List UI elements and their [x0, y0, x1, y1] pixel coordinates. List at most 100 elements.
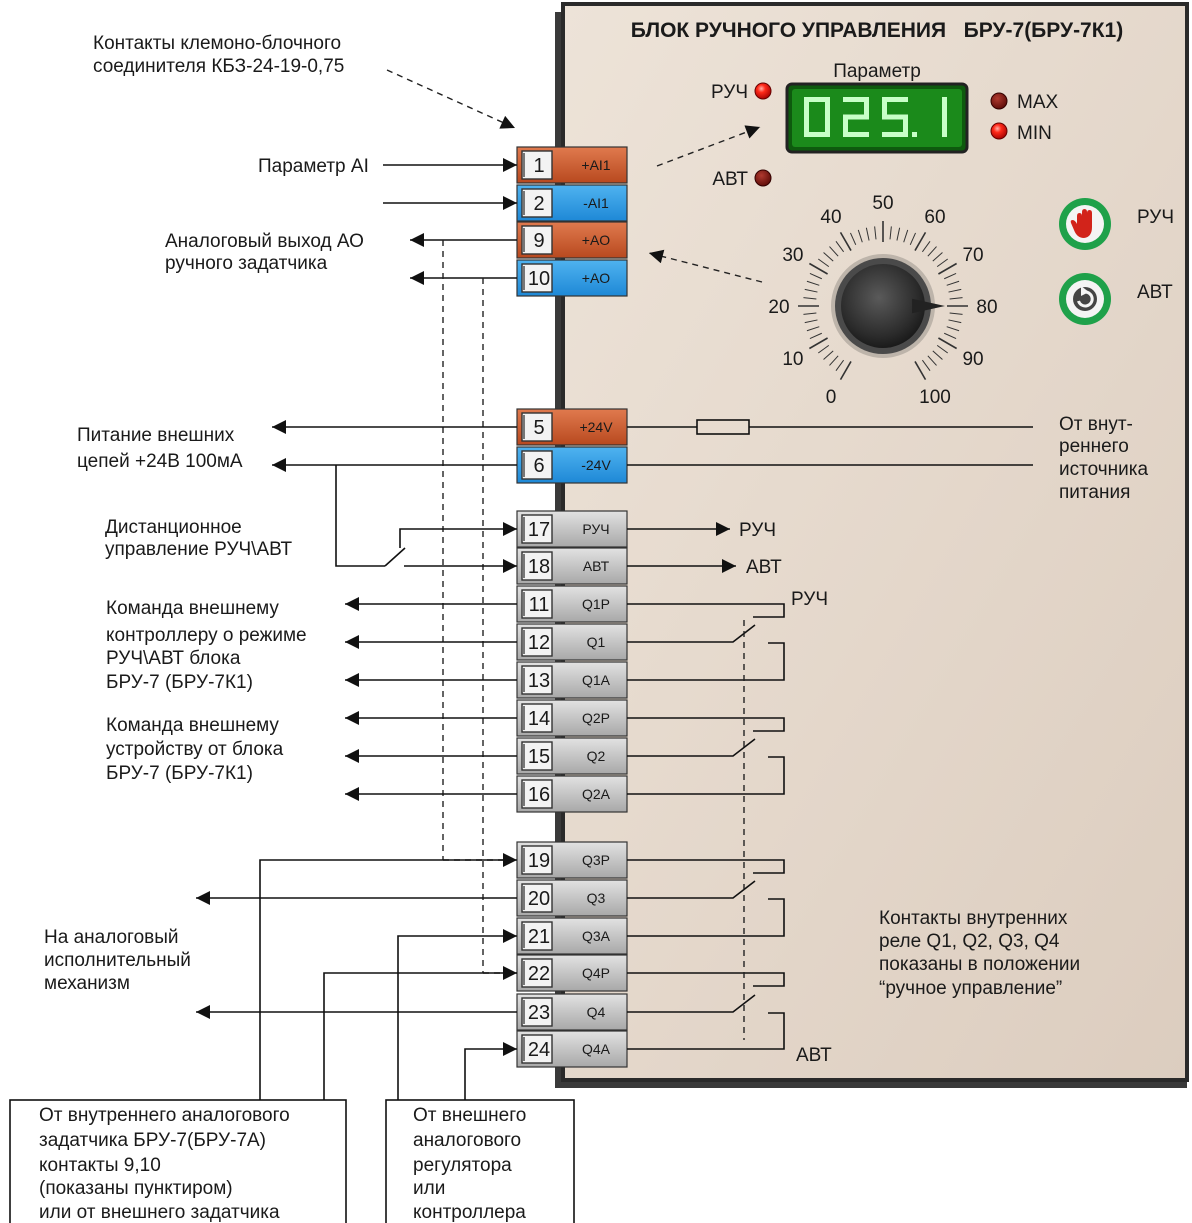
box-internal-line-3: контакты 9,10: [39, 1155, 161, 1176]
dial-label: 60: [924, 207, 945, 228]
box-internal-line-1: От внутреннего аналогового: [39, 1105, 290, 1126]
cmd-device-label-1: Команда внешнему: [106, 715, 279, 736]
box-internal-line-2: задатчика БРУ-7(БРУ-7А): [39, 1130, 266, 1151]
actuator-label-1: На аналоговый: [44, 927, 179, 948]
terminal-number: 20: [528, 888, 550, 910]
terminal-name: +AO: [582, 270, 611, 286]
power-ext-label-1: Питание внешних: [77, 425, 235, 446]
cmd-controller-label-4: БРУ-7 (БРУ-7К1): [106, 672, 253, 693]
terminal-name: Q2A: [582, 786, 611, 802]
dial-label: 30: [782, 245, 803, 266]
terminal-name: Q3: [587, 890, 606, 906]
terminal-number: 12: [528, 632, 550, 654]
terminal-name: +AI1: [581, 157, 610, 173]
terminal-number: 18: [528, 556, 550, 578]
terminal-number: 15: [528, 746, 550, 768]
cycle-icon: [1073, 286, 1097, 311]
remote-label-2: управление РУЧ\АВТ: [105, 539, 293, 560]
led-min-label: MIN: [1017, 123, 1052, 144]
terminal-6: 6 -24V: [516, 446, 628, 484]
terminal-2: 2-AI1: [516, 184, 628, 222]
power-note: От внут- реннего источника питания: [1059, 414, 1148, 503]
power-note-line-2: реннего: [1059, 436, 1129, 457]
terminal-number: 24: [528, 1039, 550, 1061]
terminal-12: 12 Q1: [516, 623, 628, 661]
dial-label: 50: [872, 193, 893, 214]
terminal-number: 5: [533, 417, 544, 439]
relay-note-line-2: реле Q1, Q2, Q3, Q4: [879, 931, 1060, 952]
relay-contacts: [627, 603, 785, 1050]
box-internal-line-5: или от внешнего задатчика: [39, 1202, 280, 1223]
terminal-name: Q1P: [582, 596, 610, 612]
analog-out-label-2: ручного задатчика: [165, 253, 328, 274]
dial-knob[interactable]: [831, 254, 945, 358]
led-min-indicator: [990, 122, 1008, 140]
relay-q1: [627, 603, 785, 681]
terminal-name: Q4: [587, 1004, 606, 1020]
terminal-number: 13: [528, 670, 550, 692]
parameter-display: [785, 82, 969, 154]
terminal-number: 21: [528, 926, 550, 948]
box-external-line-4: или: [413, 1178, 445, 1199]
terminal-name: -24V: [581, 457, 611, 473]
terminal-name: +AO: [582, 232, 611, 248]
internal-setpoint-box: [9, 1099, 347, 1223]
terminal-21: 21 Q3A: [516, 917, 628, 955]
box-external-line-3: регулятора: [413, 1155, 512, 1176]
out-auto-label: АВТ: [746, 557, 782, 578]
box-external-line-5: контроллера: [413, 1202, 526, 1223]
terminal-number: 9: [533, 230, 544, 252]
dial-label: 20: [768, 297, 789, 318]
hand-stop-icon: [1070, 209, 1092, 238]
terminal-name: Q4P: [582, 965, 610, 981]
relay-note-line-3: показаны в положении: [879, 954, 1080, 975]
terminal-name: АВТ: [583, 558, 610, 574]
terminal-5: 5 +24V: [516, 408, 628, 446]
param-ai-label: Параметр AI: [258, 156, 369, 177]
terminal-name: РУЧ: [582, 521, 609, 537]
dial-label: 100: [919, 387, 951, 408]
led-max-indicator: [990, 92, 1008, 110]
manual-button[interactable]: [1059, 198, 1111, 250]
terminal-name: Q4A: [582, 1041, 611, 1057]
dial-label: 40: [820, 207, 841, 228]
terminal-20: 20 Q3: [516, 879, 628, 917]
remote-label-1: Дистанционное: [105, 517, 242, 538]
terminal-18: 18 АВТ: [516, 547, 628, 585]
terminal-number: 23: [528, 1002, 550, 1024]
terminal-name: Q3A: [582, 928, 611, 944]
terminal-name: -AI1: [583, 195, 609, 211]
terminal-number: 6: [533, 455, 544, 477]
terminal-name: Q1A: [582, 672, 611, 688]
cmd-controller-label-3: РУЧ\АВТ блока: [106, 648, 241, 669]
auto-button[interactable]: [1059, 273, 1111, 325]
cmd-device-label-2: устройству от блока: [106, 739, 284, 760]
terminal-number: 11: [529, 594, 550, 616]
terminal-name: Q2: [587, 748, 606, 764]
terminal-number: 1: [533, 155, 544, 177]
terminal-name: Q1: [587, 634, 606, 650]
connector-label-2: соединителя КБЗ-24-19-0,75: [93, 56, 344, 77]
terminal-name: Q2P: [582, 710, 610, 726]
relay-note-line-4: “ручное управление”: [879, 978, 1062, 999]
actuator-label-2: исполнительный: [44, 950, 191, 971]
cmd-controller-label-2: контроллеру о режиме: [106, 625, 307, 646]
dial-label: 10: [782, 349, 803, 370]
terminal-name: +24V: [579, 419, 613, 435]
led-manual-indicator: [754, 82, 772, 100]
terminal-number: 10: [528, 268, 550, 290]
box-internal-line-4: (показаны пунктиром): [39, 1178, 233, 1199]
relay-auto-label: АВТ: [796, 1045, 832, 1066]
power-note-line-3: источника: [1059, 459, 1148, 480]
terminal-23: 23 Q4: [516, 993, 628, 1031]
analog-out-label-1: Аналоговый выход АО: [165, 231, 364, 252]
terminal-number: 22: [528, 963, 550, 985]
power-note-line-4: питания: [1059, 482, 1130, 503]
relay-q4: [627, 972, 785, 1050]
dial-scale: [798, 221, 968, 381]
